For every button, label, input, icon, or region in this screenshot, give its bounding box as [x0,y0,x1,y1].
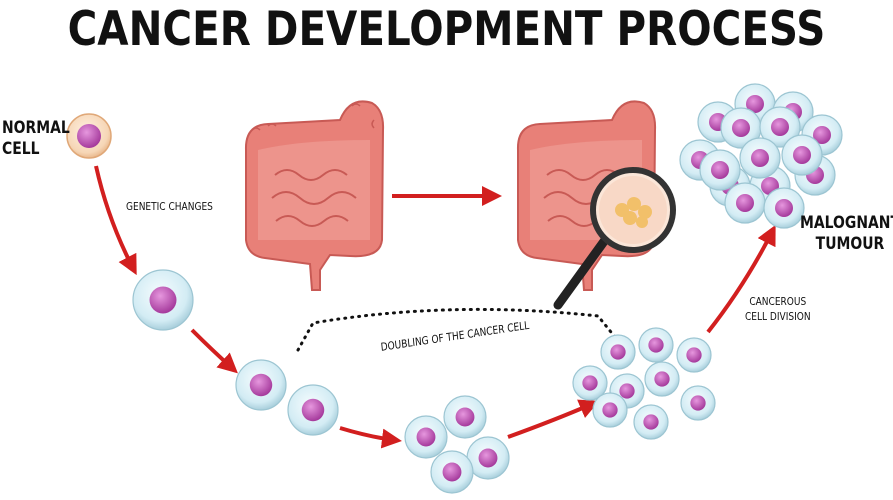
cancer-cell-quad-2 [443,395,487,439]
tumour-cell-11 [781,134,823,176]
doubling-dotted-bracket [296,307,617,352]
cancer-cell-cluster-9 [592,392,628,428]
label-cancerous-division-line1: CANCEROUS [749,295,807,308]
cancer-cell-quad-1 [404,415,448,459]
process-arrows [94,165,776,449]
tumour-cell-15 [763,187,805,229]
label-cancerous-division: CANCEROUS CELL DIVISION [745,294,811,324]
tumour-cell-12 [739,137,781,179]
malignant-tumour-cluster [679,83,843,229]
tumour-cell-7 [759,106,801,148]
cancer-cell-pair-2 [287,384,339,436]
label-genetic-changes: GENETIC CHANGES [126,200,213,213]
cancer-cell-quad-4 [430,450,474,494]
cancer-cell-pair-1 [235,359,287,411]
arrow-quad-to-cluster [507,399,600,439]
tumour-in-lens [615,197,652,228]
arrow-pair-to-quad [339,426,402,449]
arrow-cluster-to-tumour [706,224,776,334]
label-cancerous-division-line2: CELL DIVISION [745,310,811,323]
label-malignant-tumour: MALOGNANT TUMOUR [800,213,893,255]
cancer-cell-cluster-1 [600,334,636,370]
intestine-healthy [244,100,385,291]
arrow-normal-to-first [94,165,137,276]
arrow-first-to-pair [190,328,238,374]
label-malignant-tumour-line2: TUMOUR [815,234,885,254]
cancer-cell-quad-3 [466,436,510,480]
cancer-cell-cluster-2 [638,327,674,363]
diagram-title: CANCER DEVELOPMENT PROCESS [67,2,826,57]
normal-cell [66,113,112,159]
cancer-cell-cluster-4 [572,365,608,401]
label-normal-cell-line2: CELL [2,139,40,159]
label-normal-cell: NORMAL CELL [2,118,70,160]
label-normal-cell-line1: NORMAL [2,118,70,138]
magnifying-glass-icon [553,167,676,310]
cancer-cell-cluster-8 [633,404,669,440]
cancer-cells [132,269,716,494]
cancer-cell-single [132,269,194,331]
label-malignant-tumour-line1: MALOGNANT [800,213,893,233]
cancer-cell-cluster-6 [644,361,680,397]
cancer-cell-cluster-7 [680,385,716,421]
cancer-cell-cluster-3 [676,337,712,373]
tumour-cell-14 [724,182,766,224]
tumour-cell-13 [699,149,741,191]
